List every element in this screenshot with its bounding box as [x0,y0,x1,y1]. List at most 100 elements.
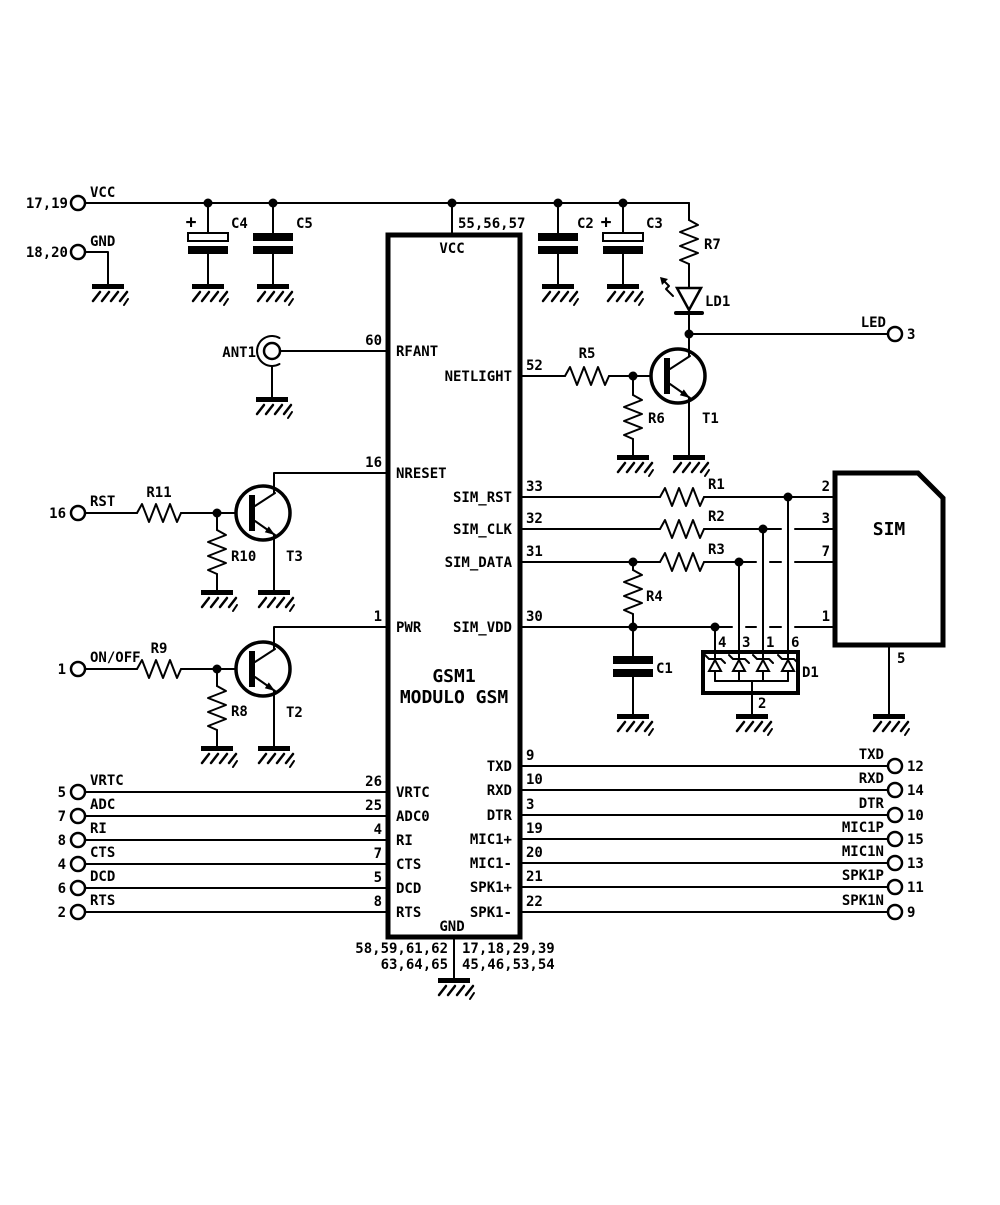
pin-label-spk1n: SPK1- [470,905,512,921]
resistor-r8 [207,685,227,731]
pin-number-txd: 9 [526,748,534,764]
d1-pin-2: 2 [758,696,766,712]
resistor-r7 [679,219,699,265]
sim-pin-1: 1 [822,609,830,625]
resistor-r3 [659,552,705,572]
module-gnd-numbers-l2: 63,64,65 [381,957,448,973]
rst-terminal [69,504,87,522]
pin-label-pwr: PWR [396,620,422,636]
pin-label-dtr: DTR [487,808,513,824]
d1-pin-4: 4 [718,635,726,651]
ground-symbol [436,976,476,1001]
r9-label: R9 [151,641,168,657]
pin-number-nreset: 16 [365,455,382,471]
ground-symbol [199,744,239,769]
c5-plate-top [253,233,293,241]
led-terminal-number: 3 [907,327,915,343]
onoff-terminal [69,660,87,678]
t2-emitter-arrow [264,682,275,691]
pin-number-spk1p: 21 [526,869,543,885]
pin-label-cts: CTS [396,857,421,873]
module-gnd-numbers-r2: 45,46,53,54 [462,957,555,973]
module-gnd-numbers-l1: 58,59,61,62 [355,941,448,957]
pin-number-rfant: 60 [365,333,382,349]
r5-label: R5 [579,346,596,362]
pin-label-mic1n: MIC1- [470,856,512,872]
net-label-mic1p: MIC1P [842,820,884,836]
c4-label: C4 [231,216,248,232]
netlight-driver: R5 R6 T1 [519,333,719,478]
ld1-label: LD1 [705,294,730,310]
r11-label: R11 [146,485,171,501]
net-label-spk1n: SPK1N [842,893,884,909]
ground-symbol [871,712,911,737]
ground-symbol [605,282,645,307]
pin-number-sim-vdd: 30 [526,609,543,625]
net-label-dtr: DTR [859,796,885,812]
led-light-arrowhead [660,277,668,285]
gnd-wire [84,251,109,285]
c5-plate-bot [253,246,293,254]
capacitor-c4: + C4 [186,198,248,307]
power-input-section: 17,19 VCC 18,20 GND [26,185,690,307]
t3-base-bar [249,495,255,531]
r10-label: R10 [231,549,256,565]
pin-number-dtr: 3 [526,797,534,813]
module-ref: GSM1 [432,666,475,687]
resistor-r5 [564,366,610,386]
pin-label-vrtc: VRTC [396,785,430,801]
transistor-t2-body [234,640,292,698]
terminal-number-ri: 8 [58,833,66,849]
esd-array-d1: 4 3 1 6 2 D1 [701,496,819,737]
terminal-number-spk1n: 9 [907,905,915,921]
terminal-adc [69,807,87,825]
terminal-number-mic1p: 15 [907,832,924,848]
terminal-dtr [886,806,904,824]
terminal-number-rxd: 14 [907,783,924,799]
terminal-spk1p [886,878,904,896]
vcc-terminal-number: 17,19 [26,196,68,212]
c3-plate-pos [602,232,644,242]
ground-symbol [671,453,711,478]
ground-symbol [734,712,774,737]
pin-label-adc0: ADC0 [396,809,430,825]
c1-plate-bot [613,669,653,677]
r2-label: R2 [708,509,725,525]
ground-symbol [256,744,296,769]
ground-symbol [615,712,655,737]
pin-number-sim-data: 31 [526,544,543,560]
capacitor-c5: C5 [253,198,313,307]
net-label-dcd: DCD [90,869,115,885]
terminal-cts [69,855,87,873]
resistor-r9 [136,659,182,679]
sim-pin-2: 2 [822,479,830,495]
pin-number-dcd: 5 [374,870,382,886]
module-vcc-pin-label: VCC [439,241,464,257]
transistor-t1-body [649,347,707,405]
ground-symbol [256,588,296,613]
led-light-arrow [662,279,674,297]
right-io-terminals: TXD 12 RXD 14 DTR 10 MIC1P 15 MIC1N 13 S… [519,747,924,921]
sim-pin-5: 5 [897,651,905,667]
gnd-terminal-number: 18,20 [26,245,68,261]
vcc-terminal [69,194,87,212]
t2-label: T2 [286,705,303,721]
resistor-r11 [136,503,182,523]
c2-plate-bot [538,246,578,254]
gsm-module-body [385,232,523,940]
net-label-txd: TXD [859,747,884,763]
d1-diodes [704,651,799,682]
c4-polarity: + [186,212,197,233]
pin-label-sim-data: SIM_DATA [445,555,513,571]
net-label-rts: RTS [90,893,115,909]
t2-base-bar [249,651,255,687]
net-label-rxd: RXD [859,771,884,787]
net-label-spk1p: SPK1P [842,868,884,884]
r3-label: R3 [708,542,725,558]
pin-label-rxd: RXD [487,783,512,799]
c3-label: C3 [646,216,663,232]
terminal-number-mic1n: 13 [907,856,924,872]
terminal-ri [69,831,87,849]
d1-label: D1 [802,665,819,681]
sim-pin-7: 7 [822,544,830,560]
